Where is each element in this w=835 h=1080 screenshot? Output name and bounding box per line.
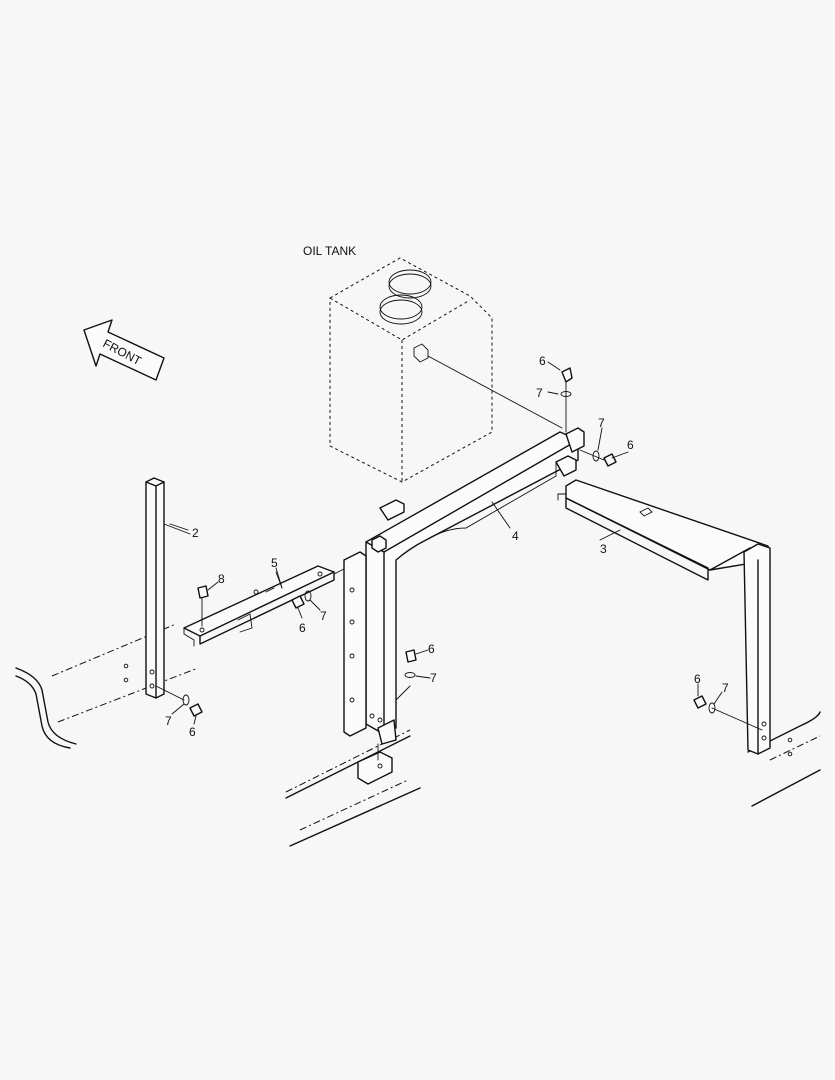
callout-6-left: 6 [189, 725, 196, 739]
callout-4: 4 [512, 529, 519, 543]
leader-lines [169, 361, 723, 725]
callout-7-right: 7 [598, 416, 605, 430]
callout-7-center: 7 [430, 671, 437, 685]
front-arrow [83, 319, 165, 381]
callout-6-post-right: 6 [694, 672, 701, 686]
callout-3: 3 [600, 542, 607, 556]
callout-6-center: 6 [428, 642, 435, 656]
callout-7-bracket: 7 [320, 609, 327, 623]
callout-7-left: 7 [165, 714, 172, 728]
part-5-bracket [183, 559, 363, 647]
part-2-post [123, 477, 191, 701]
part-4-frame [343, 427, 585, 785]
callout-6-top: 6 [539, 354, 546, 368]
callout-6-bracket: 6 [299, 621, 306, 635]
callout-7-top: 7 [536, 386, 543, 400]
base-frame-lines [15, 623, 821, 847]
callout-6-right: 6 [627, 438, 634, 452]
oil-tank-label: OIL TANK [303, 244, 356, 258]
part-3-frame [557, 479, 793, 757]
oil-tank [329, 257, 563, 483]
callout-5: 5 [271, 556, 278, 570]
callouts: 2 3 4 5 6 7 7 6 8 6 7 6 7 7 6 6 7 [165, 354, 729, 739]
callout-7-post-right: 7 [722, 681, 729, 695]
callout-2: 2 [192, 526, 199, 540]
callout-8: 8 [218, 572, 225, 586]
fasteners [182, 367, 716, 717]
